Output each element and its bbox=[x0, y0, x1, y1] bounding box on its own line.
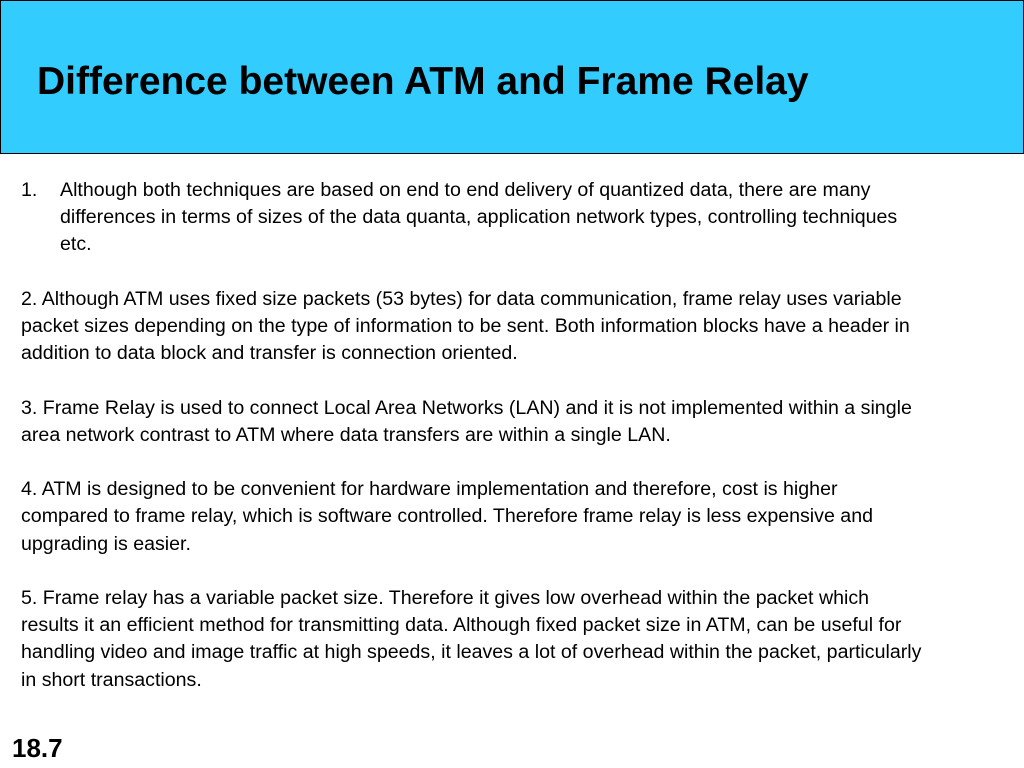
slide-body: 1. Although both techniques are based on… bbox=[21, 177, 926, 694]
title-bar: Difference between ATM and Frame Relay bbox=[0, 0, 1024, 154]
slide-title: Difference between ATM and Frame Relay bbox=[37, 60, 809, 103]
slide-number: 18.7 bbox=[12, 733, 63, 763]
paragraph-4: 4. ATM is designed to be convenient for … bbox=[21, 478, 873, 555]
list-item-1: 1. Although both techniques are based on… bbox=[21, 177, 926, 259]
paragraph-5: 5. Frame relay has a variable packet siz… bbox=[21, 586, 922, 691]
list-text: Although both techniques are based on en… bbox=[60, 179, 898, 256]
paragraph-2: 2. Although ATM uses fixed size packets … bbox=[21, 287, 910, 365]
list-number: 1. bbox=[21, 179, 38, 201]
paragraph-3: 3. Frame Relay is used to connect Local … bbox=[21, 396, 912, 446]
